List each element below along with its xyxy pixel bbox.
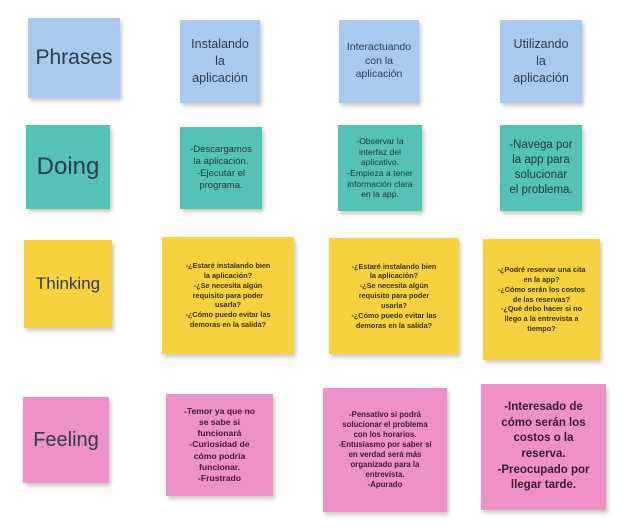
note-text: -Temor ya que no se sabe si funcionará -… (184, 405, 255, 483)
doing-note-using: -Navega por la app para solucionar el pr… (500, 125, 582, 211)
thinking-label-note: Thinking (24, 240, 112, 328)
phrases-note-interacting: Interactuando con la aplicación (339, 20, 419, 103)
thinking-note-installing: -¿Estaré instalando bien la aplicación? … (162, 237, 294, 354)
note-text: Interactuando con la aplicación (346, 41, 412, 81)
doing-note-interacting: -Observar la interfaz del aplicativo. -E… (338, 125, 422, 211)
note-text: -¿Podré reservar una cita en la app? -¿C… (497, 265, 586, 334)
thinking-note-interacting: -¿Estaré instalando bien la aplicación? … (329, 238, 459, 354)
note-text: -Observar la interfaz del aplicativo. -E… (347, 135, 413, 200)
note-text: -Navega por la app para solucionar el pr… (509, 139, 573, 196)
note-text: Utilizando la aplicación (513, 37, 569, 85)
note-text: -Interesado de cómo serán los costos o l… (497, 401, 590, 492)
doing-note-installing: -Descargamos la aplicación. -Ejecutar el… (180, 127, 262, 209)
thinking-label: Thinking (35, 273, 101, 293)
phrases-label: Phrases (35, 46, 113, 70)
feeling-note-using: -Interesado de cómo serán los costos o l… (481, 384, 606, 510)
feeling-label: Feeling (33, 429, 99, 451)
phrases-label-note: Phrases (28, 18, 120, 98)
note-text: -Pensativo si podrá solucionar el proble… (338, 409, 432, 490)
note-text: -¿Estaré instalando bien la aplicación? … (185, 261, 271, 330)
note-text: -Descargamos la aplicación. -Ejecutar el… (190, 144, 252, 191)
doing-label: Doing (36, 152, 100, 180)
note-text: Instalando la aplicación (191, 37, 249, 85)
note-text: -¿Estaré instalando bien la aplicación? … (351, 261, 437, 330)
feeling-note-installing: -Temor ya que no se sabe si funcionará -… (166, 394, 273, 496)
feeling-label-note: Feeling (23, 397, 109, 483)
doing-label-note: Doing (26, 125, 110, 209)
phrases-note-using: Utilizando la aplicación (500, 20, 582, 103)
thinking-note-using: -¿Podré reservar una cita en la app? -¿C… (483, 239, 600, 360)
feeling-note-interacting: -Pensativo si podrá solucionar el proble… (323, 388, 447, 512)
phrases-note-installing: Instalando la aplicación (180, 20, 260, 103)
